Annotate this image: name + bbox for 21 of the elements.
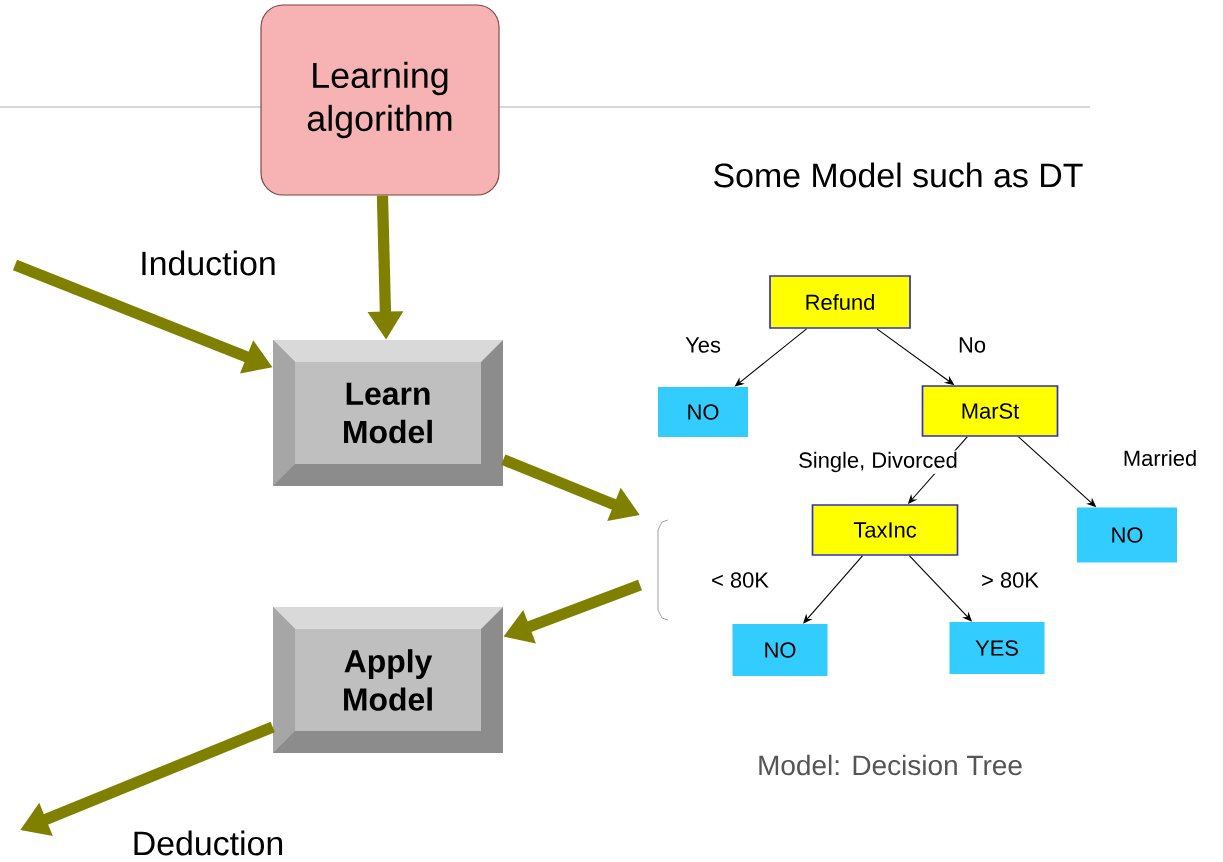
process-box: Learning algorithm bbox=[260, 4, 500, 196]
leaf-node: NO bbox=[1077, 507, 1177, 563]
tree-node: TaxInc bbox=[811, 504, 959, 556]
edge-label: Induction bbox=[137, 249, 279, 277]
process-box: Learn Model bbox=[273, 340, 503, 486]
edge-label: < 80K bbox=[709, 570, 771, 590]
edge-label: > 80K bbox=[979, 570, 1041, 590]
tree-node: Refund bbox=[769, 275, 911, 329]
leaf-node: YES bbox=[949, 622, 1045, 674]
edge-label: Yes bbox=[683, 335, 723, 355]
leaf-node: NO bbox=[658, 387, 748, 437]
leaf-node: NO bbox=[732, 624, 828, 676]
arrow bbox=[803, 555, 863, 624]
caption-text: Model: Decision Tree bbox=[759, 754, 1022, 776]
tree-node: MarSt bbox=[921, 385, 1059, 437]
process-box: Apply Model bbox=[273, 607, 503, 753]
edge-label: Married bbox=[1121, 448, 1199, 468]
caption-text: Some Model such as DT bbox=[714, 162, 1083, 188]
edge-label: Deduction bbox=[130, 829, 286, 857]
edge-label: Single, Divorced bbox=[796, 450, 960, 474]
edge-label: No bbox=[956, 335, 988, 355]
